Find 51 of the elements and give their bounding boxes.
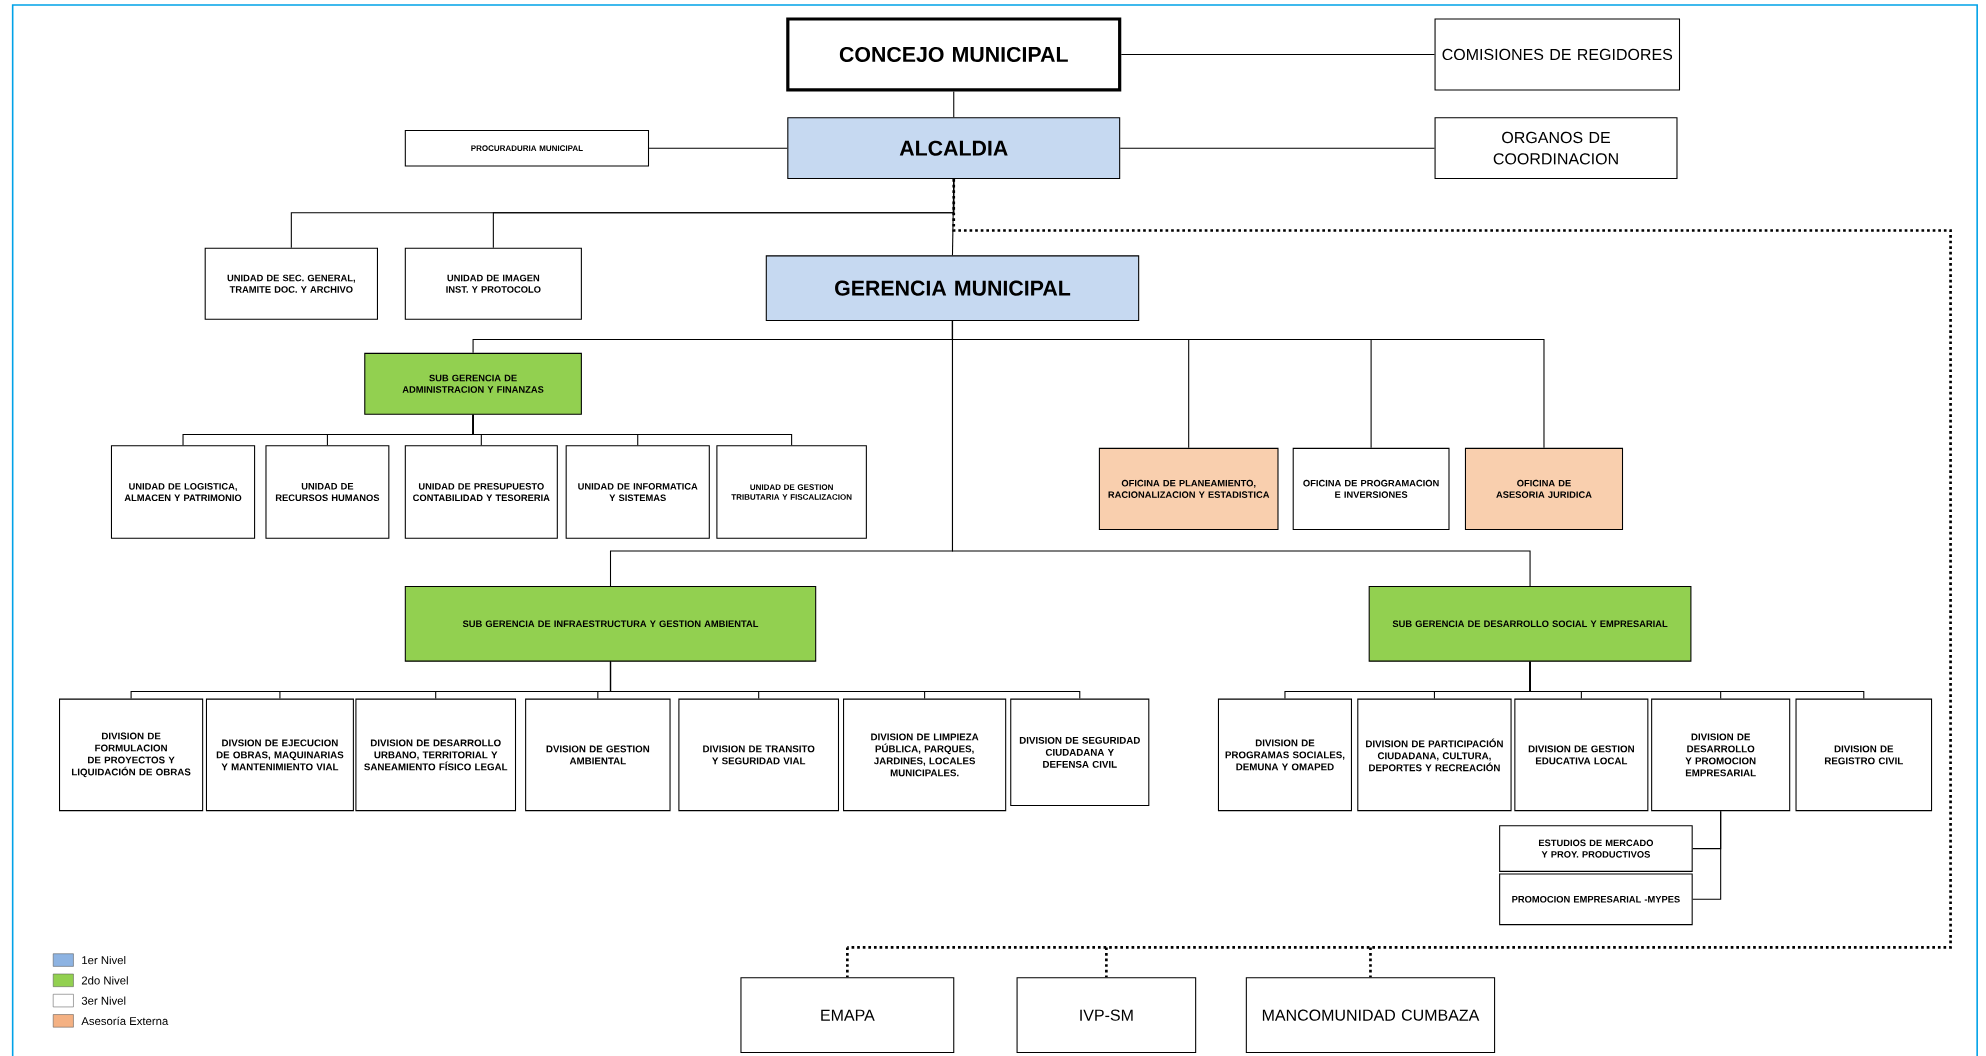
- connector-line: [951, 320, 1531, 587]
- org-unit-box: UNIDAD DE SEC. GENERAL, TRAMITE DOC. Y ARCHIVO: [204, 247, 378, 320]
- org-unit-box: UNIDAD DE IMAGEN INST. Y PROTOCOLO: [404, 247, 582, 320]
- org-unit-box: UNIDAD DE RECURSOS HUMANOS: [265, 445, 390, 539]
- org-unit-box: UNIDAD DE LOGISTICA, ALMACEN Y PATRIMONIO: [110, 445, 256, 539]
- org-unit-box: OFICINA DE PROGRAMACION E INVERSIONES: [1292, 447, 1450, 530]
- legend-label: 1er Nivel: [82, 955, 126, 965]
- org-unit-box: UNIDAD DE GESTION TRIBUTARIA Y FISCALIZACION: [716, 445, 867, 539]
- legend-label: 3er Nivel: [81, 996, 126, 1005]
- connector-line: [1692, 810, 1722, 900]
- legend-label: Asesoría Externa: [81, 1016, 169, 1025]
- connector-line: [953, 90, 955, 118]
- org-unit-box: DIVSION DE EJECUCION DE OBRAS, MAQUINARIAS Y MANTENIMIENTO VIAL: [205, 698, 354, 811]
- org-unit-box: DIVISION DE PROGRAMAS SOCIALES, DEMUNA Y OMAPED: [1217, 698, 1352, 811]
- connector-line: [1120, 53, 1436, 55]
- org-unit-box: ALCALDIA: [787, 117, 1121, 179]
- connector-line: [1529, 661, 1865, 699]
- connector-line: [951, 178, 955, 256]
- org-unit-box: DVISION DE GESTION AMBIENTAL: [525, 698, 671, 811]
- org-unit-box: ESTUDIOS DE MERCADO Y PROY. PRODUCTIVOS: [1499, 825, 1693, 872]
- org-unit-box: PROCURADURIA MUNICIPAL: [404, 129, 650, 167]
- org-unit-box: COMISIONES DE REGIDORES: [1434, 18, 1681, 91]
- org-unit-box: ORGANOS DE COORDINACION: [1434, 117, 1678, 179]
- org-unit-box: DIVISION DE GESTION EDUCATIVA LOCAL: [1514, 698, 1649, 811]
- org-unit-box: DIVISION DE LIMPIEZA PÚBLICA, PARQUES, JARDINES, LOCALES MUNICIPALES.: [843, 698, 1007, 811]
- org-unit-box: OFICINA DE PLANEAMIENTO, RACIONALIZACION Y ESTADISTICA: [1098, 447, 1279, 530]
- org-unit-box: DIVISION DE DESARROLLO URBANO, TERRITORIAL Y SANEAMIENTO FÍSICO LEGAL: [355, 698, 517, 811]
- org-unit-box: DIVISION DE FORMULACION DE PROYECTOS Y LIQUIDACIÓN DE OBRAS: [59, 698, 204, 811]
- org-unit-box: PROMOCION EMPRESARIAL -MYPES: [1499, 873, 1693, 925]
- org-unit-box: UNIDAD DE INFORMATICA Y SISTEMAS: [565, 445, 710, 539]
- org-unit-box: SUB GERENCIA DE DESARROLLO SOCIAL Y EMPRESARIAL: [1368, 585, 1692, 662]
- org-unit-box: EMAPA: [740, 977, 955, 1053]
- org-unit-box: SUB GERENCIA DE ADMINISTRACION Y FINANZAS: [364, 352, 582, 415]
- org-unit-box: GERENCIA MUNICIPAL: [765, 255, 1140, 321]
- org-unit-box: CONCEJO MUNICIPAL: [786, 17, 1122, 92]
- org-unit-box: DIVISION DE DESARROLLO Y PROMOCION EMPRESARIAL: [1651, 698, 1791, 811]
- connector-line: [609, 661, 1081, 699]
- org-unit-box: UNIDAD DE PRESUPUESTO CONTABILIDAD Y TESORERIA: [404, 445, 558, 539]
- org-unit-box: MANCOMUNIDAD CUMBAZA: [1245, 977, 1496, 1053]
- org-unit-box: SUB GERENCIA DE INFRAESTRUCTURA Y GESTION AMBIENTAL: [404, 585, 817, 662]
- org-unit-box: IVP-SM: [1016, 977, 1197, 1053]
- org-unit-box: DIVISION DE SEGURIDAD CIUDADANA Y DEFENSA CIVIL: [1010, 698, 1150, 806]
- connector-line: [648, 147, 788, 149]
- connector-line: [472, 414, 793, 446]
- org-unit-box: DIVISION DE REGISTRO CIVIL: [1795, 698, 1933, 811]
- org-unit-box: DIVISION DE PARTICIPACIÓN CIUDADANA, CULTURA, DEPORTES Y RECREACIÓN: [1357, 698, 1512, 811]
- org-unit-box: DIVISION DE TRANSITO Y SEGURIDAD VIAL: [678, 698, 840, 811]
- dotted-connector: [846, 178, 1952, 978]
- org-unit-box: OFICINA DE ASESORIA JURIDICA: [1464, 447, 1624, 530]
- connector-line: [1119, 147, 1436, 149]
- legend-label: 2do Nivel: [81, 976, 128, 985]
